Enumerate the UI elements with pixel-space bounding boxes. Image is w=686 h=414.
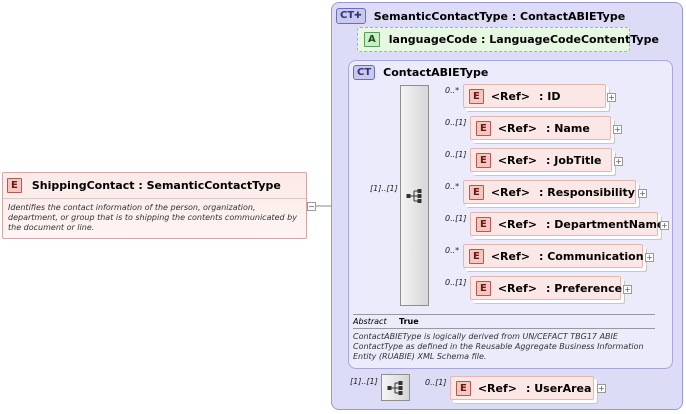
plus-icon[interactable]: + xyxy=(614,157,623,166)
sequence-compositor-icon xyxy=(406,188,421,203)
element-name: : JobTitle xyxy=(546,153,602,167)
sequence-cardinality: [1]..[1] xyxy=(370,184,398,193)
inner-type-properties: Abstract True ContactABIEType is logical… xyxy=(353,314,655,362)
element-badge: E xyxy=(469,184,484,200)
element-cardinality: 0..[1] xyxy=(445,214,467,223)
abstract-value: True xyxy=(399,317,419,326)
element-name: : Name xyxy=(546,121,590,135)
complex-type-badge: CT xyxy=(353,65,376,80)
outer-complex-type-header: CT✚ SemanticContactType : ContactABIETyp… xyxy=(336,8,625,24)
abstract-row: Abstract True xyxy=(353,314,655,329)
element-cardinality: 0..* xyxy=(445,86,460,95)
inner-complex-type-header: CT ContactABIEType xyxy=(353,65,488,80)
plus-icon[interactable]: + xyxy=(607,93,616,102)
element-badge: E xyxy=(476,216,491,232)
attribute-language-code[interactable]: A languageCode : LanguageCodeContentType xyxy=(357,27,659,52)
element-badge: E xyxy=(469,248,484,264)
element-ref: <Ref> xyxy=(497,153,537,167)
plus-icon[interactable]: + xyxy=(613,125,622,134)
element-ref: <Ref> xyxy=(497,217,537,231)
element-badge: E xyxy=(476,280,491,296)
sequence-compositor-icon xyxy=(387,380,402,395)
element-cardinality: 0..[1] xyxy=(445,278,467,287)
element-name: : Communication xyxy=(539,249,644,263)
minus-icon[interactable]: − xyxy=(307,202,316,211)
sequence-compositor[interactable] xyxy=(400,85,429,306)
attribute-badge: A xyxy=(364,32,380,47)
outer-sequence-compositor[interactable] xyxy=(381,374,410,401)
outer-complex-type-title: SemanticContactType : ContactABIEType xyxy=(373,9,626,23)
element-name-ref[interactable]: E <Ref> : Name xyxy=(470,116,611,140)
plus-icon[interactable]: + xyxy=(660,221,669,230)
element-cardinality: 0..[1] xyxy=(445,118,467,127)
element-name: : DepartmentName xyxy=(546,217,665,231)
element-job-title[interactable]: E <Ref> : JobTitle xyxy=(470,148,612,172)
element-cardinality: 0..[1] xyxy=(445,150,467,159)
element-department-name[interactable]: E <Ref> : DepartmentName xyxy=(470,212,664,236)
complex-type-extension-icon: CT✚ xyxy=(336,8,366,24)
element-badge: E xyxy=(469,88,484,104)
element-badge: E xyxy=(476,152,491,168)
root-element-documentation: Identifies the contact information of th… xyxy=(8,203,297,232)
element-user-area[interactable]: E <Ref> : UserArea xyxy=(450,376,594,400)
plus-icon[interactable]: + xyxy=(623,285,632,294)
inner-complex-type-title: ContactABIEType xyxy=(383,66,489,79)
element-name: : Responsibility xyxy=(539,185,635,199)
element-ref: <Ref> xyxy=(490,89,530,103)
element-cardinality: 0..[1] xyxy=(425,378,447,387)
element-badge: E xyxy=(7,178,22,193)
element-name: : Preference xyxy=(546,281,623,295)
element-id[interactable]: E <Ref> : ID xyxy=(463,84,606,108)
element-cardinality: 0..* xyxy=(445,182,460,191)
inner-type-documentation: ContactABIEType is logically derived fro… xyxy=(353,332,644,361)
element-preference[interactable]: E <Ref> : Preference xyxy=(470,276,623,300)
outer-sequence-cardinality: [1]..[1] xyxy=(350,377,378,386)
element-ref: <Ref> xyxy=(490,249,530,263)
element-responsibility[interactable]: E <Ref> : Responsibility xyxy=(463,180,636,204)
element-ref: <Ref> xyxy=(497,121,537,135)
element-ref: <Ref> xyxy=(477,381,517,395)
element-communication[interactable]: E <Ref> : Communication xyxy=(463,244,644,268)
plus-icon[interactable]: + xyxy=(645,253,654,262)
abstract-label: Abstract xyxy=(353,317,387,326)
attribute-title: languageCode : LanguageCodeContentType xyxy=(388,33,659,46)
element-name: : ID xyxy=(539,89,561,103)
element-ref: <Ref> xyxy=(490,185,530,199)
element-badge: E xyxy=(456,380,471,396)
element-name: : UserArea xyxy=(526,381,592,395)
root-element-title: ShippingContact : SemanticContactType xyxy=(31,179,281,192)
element-badge: E xyxy=(476,120,491,136)
root-element-shipping-contact[interactable]: E ShippingContact : SemanticContactType … xyxy=(2,172,307,239)
plus-icon[interactable]: + xyxy=(597,384,606,393)
root-element-header: E ShippingContact : SemanticContactType xyxy=(3,173,306,199)
plus-icon[interactable]: + xyxy=(638,189,647,198)
element-cardinality: 0..* xyxy=(445,246,460,255)
element-ref: <Ref> xyxy=(497,281,537,295)
